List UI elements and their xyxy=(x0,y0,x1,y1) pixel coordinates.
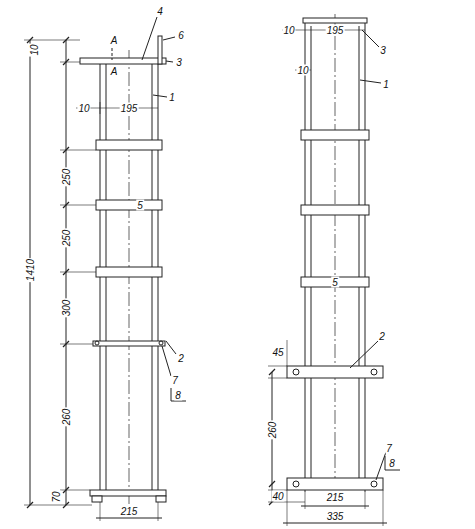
dimension: 10 xyxy=(29,43,40,56)
callout-number: 8 xyxy=(174,390,182,401)
callout-number: 2 xyxy=(378,331,386,342)
section-mark: А xyxy=(110,35,119,46)
callout-number: 5 xyxy=(136,200,144,211)
dimension: 10 xyxy=(77,103,90,114)
section-mark: А xyxy=(110,66,119,77)
dimension: 45 xyxy=(271,347,284,358)
dimension: 335 xyxy=(326,511,345,522)
dimension: 250 xyxy=(61,229,72,248)
right-view xyxy=(268,14,400,526)
dimension: 250 xyxy=(61,168,72,187)
callout-number: 3 xyxy=(175,57,183,68)
callout-number: 8 xyxy=(388,458,396,469)
callout-number: 7 xyxy=(171,375,179,386)
dimension: 10 xyxy=(282,25,295,36)
callout-number: 2 xyxy=(177,353,185,364)
dimension: 195 xyxy=(120,103,139,114)
callout-number: 1 xyxy=(168,92,176,103)
dimension: 1410 xyxy=(25,258,36,282)
callout-number: 7 xyxy=(385,443,393,454)
dimension: 215 xyxy=(120,506,139,517)
dimension: 40 xyxy=(271,491,284,502)
dimension: 260 xyxy=(61,408,72,427)
callout-number: 4 xyxy=(156,6,164,17)
dimension: 70 xyxy=(51,490,62,503)
callout-number: 1 xyxy=(382,79,390,90)
left-view xyxy=(24,17,186,521)
dimension: 300 xyxy=(61,299,72,318)
dimension: 10 xyxy=(296,65,309,76)
dimension: 260 xyxy=(267,421,278,440)
callout-number: 3 xyxy=(379,45,387,56)
callout-number: 5 xyxy=(331,277,339,288)
dimension: 195 xyxy=(326,25,345,36)
callout-number: 6 xyxy=(177,30,185,41)
dimension: 215 xyxy=(326,492,345,503)
